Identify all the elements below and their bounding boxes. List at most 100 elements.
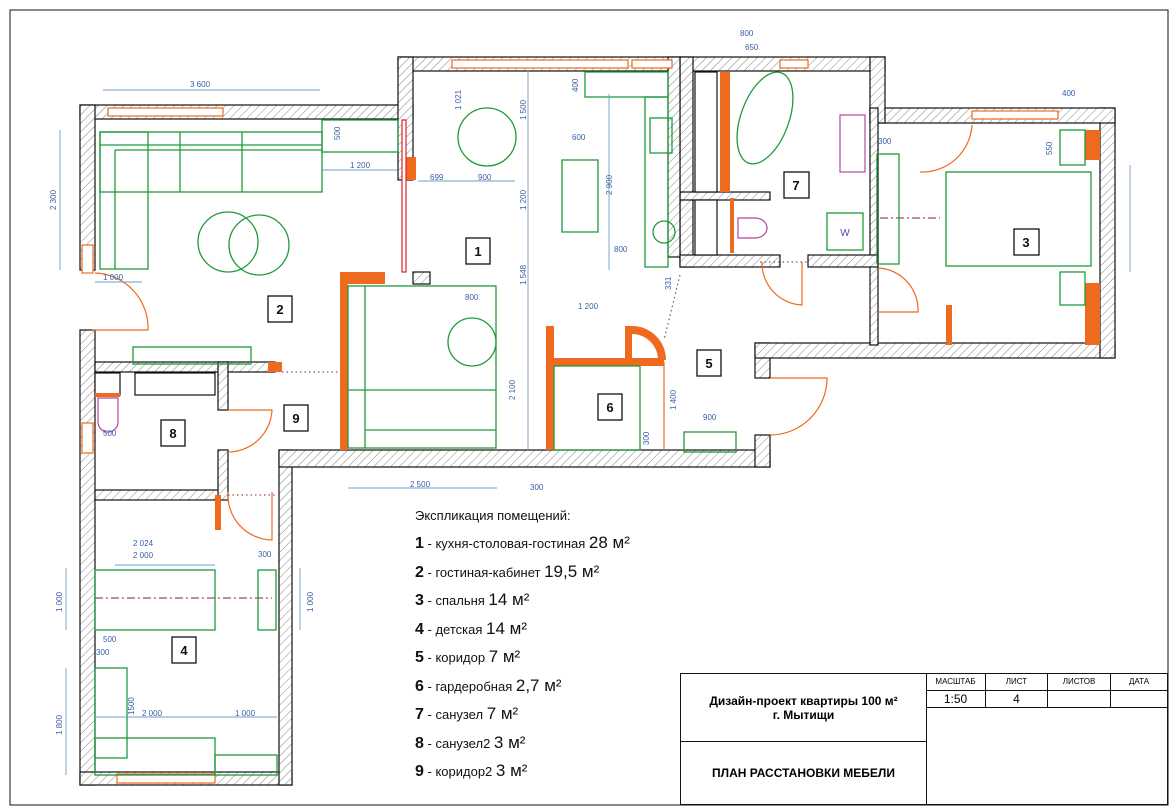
- ottoman: [197, 211, 259, 273]
- dimension-label: 2 900: [605, 174, 614, 195]
- dimension-label: 1 021: [454, 89, 463, 110]
- dimension-label: 1 000: [55, 591, 64, 612]
- legend-item: 9 - коридор2 3 м²: [415, 761, 528, 780]
- orange-partitions: [95, 72, 1100, 530]
- legend-item: 1 - кухня-столовая-гостиная 28 м²: [415, 533, 630, 552]
- dimension-label: 300: [878, 137, 892, 146]
- room-3-label: 3: [1022, 235, 1029, 250]
- legend-item: 5 - коридор 7 м²: [415, 647, 521, 666]
- dimension-label: 300: [642, 431, 651, 445]
- washer-label: W: [840, 228, 850, 239]
- room-8-label: 8: [169, 426, 176, 441]
- dimension-label: 800: [465, 293, 479, 302]
- dimension-label: 500: [103, 429, 117, 438]
- dimension-label: 2 500: [410, 480, 431, 489]
- dimension-label: 900: [703, 413, 717, 422]
- value-date: [1111, 691, 1167, 708]
- dimension-label: 699: [430, 173, 444, 182]
- legend-item: 6 - гардеробная 2,7 м²: [415, 675, 562, 695]
- title-block: Дизайн-проект квартиры 100 м² г. Мытищи …: [680, 673, 1168, 805]
- dimension-lines: [59, 70, 1131, 775]
- coffee-table: [447, 317, 497, 367]
- project-title: Дизайн-проект квартиры 100 м² г. Мытищи: [681, 674, 927, 742]
- legend-item: 7 - санузел 7 м²: [415, 704, 519, 723]
- dimension-label: 2 024: [133, 539, 154, 548]
- dimension-label: 1 200: [350, 161, 371, 170]
- dimension-label: 600: [572, 133, 586, 142]
- dimension-label: 900: [478, 173, 492, 182]
- header-sheet: ЛИСТ: [986, 674, 1048, 691]
- dimension-label: 1 200: [519, 189, 528, 210]
- dimension-label: 1 000: [103, 273, 124, 282]
- dimension-label: 1 548: [519, 264, 528, 285]
- room-5-label: 5: [705, 356, 712, 371]
- sheet-frame: [9, 9, 1169, 806]
- value-scale: 1:50: [926, 691, 986, 708]
- value-sheets: [1048, 691, 1111, 708]
- dimension-label: 400: [571, 78, 580, 92]
- dimension-label: 1 200: [578, 302, 599, 311]
- shelf: [132, 346, 252, 365]
- furniture: W: [94, 71, 1092, 776]
- header-sheets: ЛИСТОВ: [1048, 674, 1111, 691]
- double-bed: [945, 171, 1092, 267]
- header-scale: МАСШТАБ: [926, 674, 986, 691]
- room-1-label: 1: [474, 244, 481, 259]
- dimension-label: 550: [1045, 141, 1054, 155]
- legend-item: 2 - гостиная-кабинет 19,5 м²: [415, 561, 600, 581]
- dimension-label: 300: [258, 550, 272, 559]
- sink: [839, 114, 866, 173]
- dimension-label: 331: [664, 276, 673, 290]
- kid-bed: [94, 569, 216, 631]
- bathtub: [736, 71, 794, 165]
- dimension-label: 300: [530, 483, 544, 492]
- dimension-label: 1500: [127, 697, 136, 715]
- island: [561, 159, 599, 233]
- sofa-kitchen: [347, 285, 497, 449]
- room-labels: 1 2 3 4 5 6 7 8 9: [160, 171, 1040, 664]
- dimension-label: 2 000: [142, 709, 163, 718]
- legend-title: Экспликация помещений:: [415, 508, 571, 523]
- sofa-living: [99, 131, 323, 193]
- desk: [321, 119, 399, 153]
- dimension-label: 400: [1062, 89, 1076, 98]
- dimension-label: 2 000: [133, 551, 154, 560]
- sheet-title: ПЛАН РАССТАНОВКИ МЕБЕЛИ: [681, 741, 927, 804]
- header-date: ДАТА: [1111, 674, 1167, 691]
- dimension-label: 500: [103, 635, 117, 644]
- dimension-label: 2 100: [508, 379, 517, 400]
- room-6-label: 6: [606, 400, 613, 415]
- kitchen-counter: [584, 71, 669, 98]
- dimension-label: 650: [745, 43, 759, 52]
- dimension-label: 3 600: [190, 80, 211, 89]
- room-2-label: 2: [276, 302, 283, 317]
- openings: [95, 217, 940, 599]
- dimension-label: 500: [333, 126, 342, 140]
- room-9-label: 9: [292, 411, 299, 426]
- dimension-label: 300: [96, 648, 110, 657]
- dimension-label: 1 500: [519, 99, 528, 120]
- value-sheet: 4: [986, 691, 1048, 708]
- doors: [92, 124, 973, 541]
- ottoman: [228, 214, 290, 276]
- dimension-label: 1 000: [306, 591, 315, 612]
- dimension-labels: 3 600 2 300 1 000 500 1 200 699 900 1 02…: [49, 29, 1076, 735]
- dimension-label: 1 400: [669, 389, 678, 410]
- legend-item: 3 - спальня 14 м²: [415, 590, 530, 609]
- toilet-2: [97, 397, 119, 433]
- dimension-label: 1 800: [55, 714, 64, 735]
- dimension-label: 1 000: [235, 709, 256, 718]
- dimension-label: 800: [614, 245, 628, 254]
- dining-table: [457, 107, 517, 167]
- tv-stand: [876, 153, 900, 265]
- room-4-label: 4: [180, 643, 188, 658]
- dimension-label: 2 300: [49, 189, 58, 210]
- legend-item: 4 - детская 14 м²: [415, 618, 527, 638]
- toilet: [737, 217, 768, 239]
- room-7-label: 7: [792, 178, 799, 193]
- dimension-label: 800: [740, 29, 754, 38]
- legend-item: 8 - санузел2 3 м²: [415, 732, 526, 752]
- windows: [81, 59, 1059, 784]
- room-legend: Экспликация помещений: 1 - кухня-столова…: [415, 508, 630, 790]
